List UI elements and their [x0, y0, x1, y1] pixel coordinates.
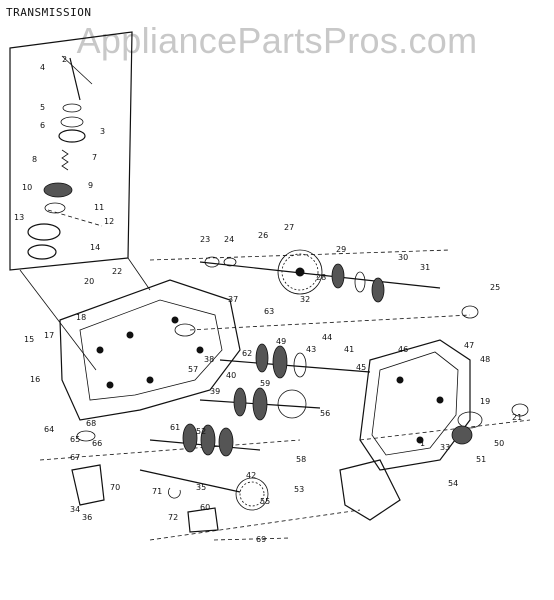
part-label-46: 46 [398, 345, 408, 354]
part-label-38: 38 [204, 355, 214, 364]
part-label-32: 32 [300, 295, 310, 304]
part-label-71: 71 [152, 487, 162, 496]
part-label-39: 39 [210, 387, 220, 396]
part-label-3: 3 [100, 127, 105, 136]
part-label-72: 72 [168, 513, 178, 522]
part-label-43: 43 [306, 345, 316, 354]
part-label-51: 51 [476, 455, 486, 464]
part-label-62: 62 [242, 349, 252, 358]
inset-box [9, 31, 151, 371]
part-label-8: 8 [32, 155, 37, 164]
part-label-25: 25 [490, 283, 500, 292]
part-label-61: 61 [170, 423, 180, 432]
part-label-31: 31 [420, 263, 430, 272]
part-label-44: 44 [322, 333, 332, 342]
part-label-9: 9 [88, 181, 93, 190]
part-label-17: 17 [44, 331, 54, 340]
part-label-4: 4 [40, 63, 45, 72]
part-label-48: 48 [480, 355, 490, 364]
part-label-60: 60 [200, 503, 210, 512]
part-label-12: 12 [104, 217, 114, 226]
part-label-19: 19 [480, 397, 490, 406]
part-label-10: 10 [22, 183, 32, 192]
part-label-26: 26 [258, 231, 268, 240]
part-label-16: 16 [30, 375, 40, 384]
part-label-59: 59 [260, 379, 270, 388]
part-label-21: 21 [512, 413, 522, 422]
lower-shift-parts [71, 430, 291, 541]
top-sprocket-shaft [199, 249, 479, 319]
part-label-2: 2 [62, 55, 67, 64]
part-label-23: 23 [200, 235, 210, 244]
part-label-6: 6 [40, 121, 45, 130]
part-label-56: 56 [320, 409, 330, 418]
part-label-53: 53 [294, 485, 304, 494]
part-label-54: 54 [448, 479, 458, 488]
part-label-35: 35 [196, 483, 206, 492]
part-label-1: 1 [420, 439, 425, 448]
part-label-66: 66 [92, 439, 102, 448]
part-label-20: 20 [84, 277, 94, 286]
part-label-34: 34 [70, 505, 80, 514]
part-label-29: 29 [336, 245, 346, 254]
part-label-36: 36 [82, 513, 92, 522]
part-label-57: 57 [188, 365, 198, 374]
axis-lines [39, 249, 531, 541]
part-label-67: 67 [70, 453, 80, 462]
part-label-27: 27 [284, 223, 294, 232]
part-label-13: 13 [14, 213, 24, 222]
part-label-33: 33 [440, 443, 450, 452]
part-label-28: 28 [316, 273, 326, 282]
part-label-52: 52 [196, 427, 206, 436]
part-label-55: 55 [260, 497, 270, 506]
part-label-5: 5 [40, 103, 45, 112]
part-label-49: 49 [276, 337, 286, 346]
part-label-50: 50 [494, 439, 504, 448]
part-label-11: 11 [94, 203, 104, 212]
part-label-58: 58 [296, 455, 306, 464]
right-case-half [339, 339, 529, 521]
part-label-69: 69 [256, 535, 266, 544]
middle-gear-shafts [139, 343, 371, 511]
part-label-41: 41 [344, 345, 354, 354]
part-label-64: 64 [44, 425, 54, 434]
part-label-7: 7 [92, 153, 97, 162]
watermark: AppliancePartsPros.com [76, 20, 478, 61]
part-label-45: 45 [356, 363, 366, 372]
part-label-18: 18 [76, 313, 86, 322]
part-label-24: 24 [224, 235, 234, 244]
part-label-37: 37 [228, 295, 238, 304]
left-case-half [59, 279, 241, 421]
part-label-65: 65 [70, 435, 80, 444]
part-label-70: 70 [110, 483, 120, 492]
part-label-63: 63 [264, 307, 274, 316]
part-label-68: 68 [86, 419, 96, 428]
diagram-title: TRANSMISSION [6, 6, 92, 19]
part-label-42: 42 [246, 471, 256, 480]
part-label-30: 30 [398, 253, 408, 262]
part-label-47: 47 [464, 341, 474, 350]
part-label-40: 40 [226, 371, 236, 380]
part-label-15: 15 [24, 335, 34, 344]
part-label-22: 22 [112, 267, 122, 276]
part-label-14: 14 [90, 243, 100, 252]
